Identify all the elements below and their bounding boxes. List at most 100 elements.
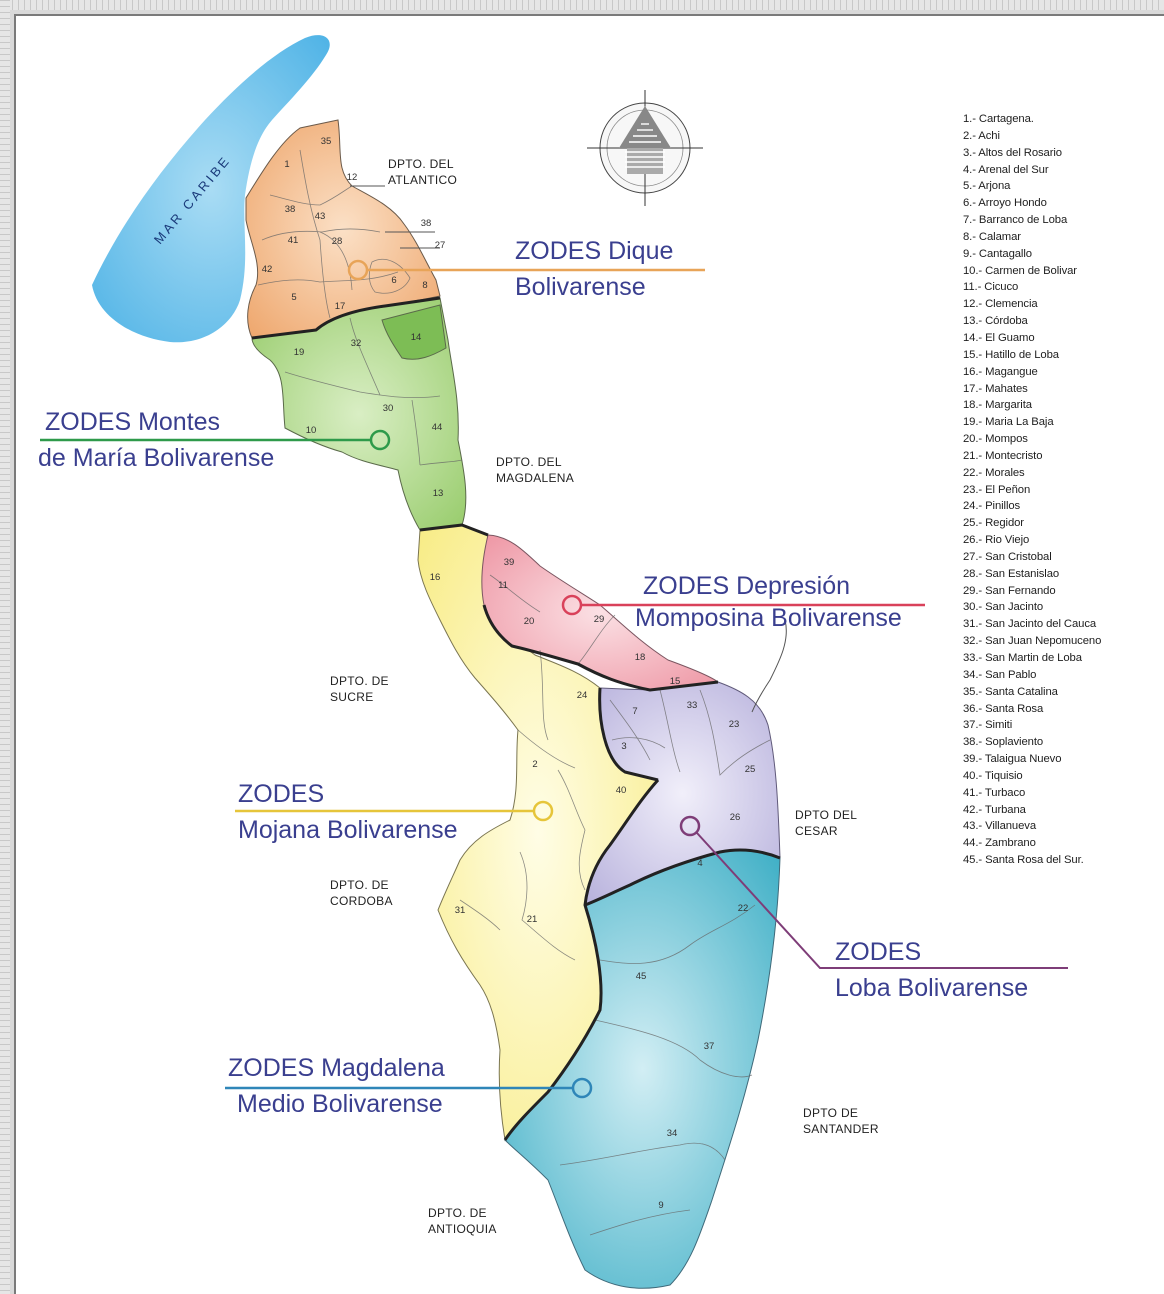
zodes-magdalena-line1: ZODES Magdalena (228, 1054, 445, 1082)
zodes-montes-label: ZODES Montes de María Bolivarense (38, 404, 274, 476)
dept-antioquia-line2: ANTIOQUIA (428, 1222, 497, 1236)
legend-item: 15.- Hatillo de Loba (963, 348, 1059, 361)
caribbean-sea (92, 35, 330, 343)
legend-item: 43.- Villanueva (963, 820, 1037, 833)
zodes-mojana-line2: Mojana Bolivarense (238, 816, 458, 844)
legend-item: 14.- El Guamo (963, 331, 1035, 344)
muni-num: 11 (498, 580, 508, 591)
dept-cesar-label: DPTO DEL CESAR (795, 807, 857, 839)
muni-num: 26 (730, 812, 741, 823)
legend-item: 41.- Turbaco (963, 786, 1026, 799)
muni-num: 34 (667, 1128, 678, 1139)
zodes-leaders (40, 259, 1068, 1099)
dept-santander-line2: SANTANDER (803, 1122, 879, 1136)
legend-item: 24.- Pinillos (963, 500, 1021, 513)
muni-num: 30 (383, 403, 394, 414)
compass-rose-icon (587, 90, 703, 206)
legend-item: 16.- Magangue (963, 365, 1038, 378)
muni-num: 8 (422, 280, 427, 291)
legend-item: 36.- Santa Rosa (963, 702, 1044, 715)
zodes-loba-line2: Loba Bolivarense (835, 974, 1029, 1002)
muni-num: 32 (351, 338, 362, 349)
legend-item: 19.- Maria La Baja (963, 416, 1054, 429)
legend-item: 42.- Turbana (963, 803, 1026, 816)
zodes-dique-line2: Bolivarense (515, 273, 646, 301)
dept-cordoba-label: DPTO. DE CORDOBA (330, 877, 393, 909)
legend-item: 20.- Mompos (963, 433, 1028, 446)
dept-sucre-line1: DPTO. DE (330, 674, 389, 688)
municipality-borders (257, 149, 771, 1236)
muni-num: 15 (670, 676, 681, 687)
legend-item: 35.- Santa Catalina (963, 685, 1058, 698)
muni-num: 5 (291, 292, 296, 303)
muni-num: 40 (616, 785, 627, 796)
muni-num: 18 (635, 652, 646, 663)
muni-num: 31 (455, 905, 466, 916)
legend-item: 38.- Soplaviento (963, 736, 1044, 749)
muni-num: 10 (306, 425, 317, 436)
muni-num: 22 (738, 903, 749, 914)
legend-item: 17.- Mahates (963, 382, 1028, 395)
muni-num: 33 (687, 700, 698, 711)
dept-atlantico-line2: ATLANTICO (388, 173, 458, 187)
legend-item: 30.- San Jacinto (963, 601, 1044, 614)
muni-num: 24 (577, 690, 588, 701)
zodes-depresion-line1: ZODES Depresión (643, 572, 851, 600)
muni-num: 4 (697, 858, 702, 869)
legend-item: 26.- Rio Viejo (963, 534, 1030, 547)
dept-antioquia-line1: DPTO. DE (428, 1206, 487, 1220)
legend-item: 39.- Talaigua Nuevo (963, 753, 1062, 766)
legend-item: 21.- Montecristo (963, 449, 1043, 462)
muni-num: 39 (504, 557, 515, 568)
zodes-depresion-label: ZODES Depresión Momposina Bolivarense (635, 570, 902, 634)
dept-magdalena-line2: MAGDALENA (496, 471, 575, 485)
legend-item: 11.- Cicuco (963, 281, 1019, 294)
zodes-mojana-line1: ZODES (238, 780, 325, 808)
legend-item: 1.- Cartagena. (963, 113, 1034, 125)
zodes-montes-line1: ZODES Montes (45, 408, 221, 436)
legend-item: 22.- Morales (963, 466, 1025, 479)
legend-item: 13.- Córdoba (963, 315, 1028, 328)
muni-num: 14 (411, 332, 422, 343)
muni-num: 37 (704, 1041, 715, 1052)
muni-num: 9 (658, 1200, 663, 1211)
legend-item: 45.- Santa Rosa del Sur. (963, 854, 1084, 867)
legend-item: 25.- Regidor (963, 517, 1024, 530)
muni-num: 21 (527, 914, 538, 925)
muni-num: 17 (335, 301, 346, 312)
dept-atlantico-line1: DPTO. DEL (388, 157, 454, 171)
muni-num: 35 (321, 136, 332, 147)
zodes-dique-label: ZODES Dique Bolivarense (515, 233, 673, 305)
zodes-magdalena-label: ZODES Magdalena Medio Bolivarense (228, 1050, 445, 1122)
zodes-boundaries (251, 296, 781, 1141)
legend-item: 18.- Margarita (963, 399, 1032, 412)
muni-num: 7 (632, 706, 637, 717)
legend-item: 4.- Arenal del Sur (963, 163, 1049, 176)
muni-num: 41 (288, 235, 299, 246)
legend-item: 10.- Carmen de Bolivar (963, 264, 1077, 277)
dept-cesar-line1: DPTO DEL (795, 808, 858, 822)
region-el-guamo (381, 304, 447, 360)
legend-item: 3.- Altos del Rosario (963, 146, 1062, 159)
zodes-depresion-line2: Momposina Bolivarense (635, 604, 902, 632)
legend-item: 7.- Barranco de Loba (963, 214, 1068, 227)
legend-item: 34.- San Pablo (963, 668, 1037, 681)
dept-sucre-line2: SUCRE (330, 690, 374, 704)
muni-num: 13 (433, 488, 444, 499)
muni-num: 38 (285, 204, 296, 215)
dept-cordoba-line1: DPTO. DE (330, 878, 389, 892)
legend-item: 5.- Arjona (963, 180, 1011, 193)
legend-item: 12.- Clemencia (963, 298, 1038, 311)
dept-cesar-line2: CESAR (795, 824, 838, 838)
zodes-loba-label: ZODES Loba Bolivarense (835, 934, 1028, 1006)
zodes-magdalena-line2: Medio Bolivarense (237, 1090, 443, 1118)
zodes-loba-line1: ZODES (835, 938, 922, 966)
muni-num: 27 (435, 240, 446, 251)
muni-num: 29 (594, 614, 605, 625)
dept-santander-line1: DPTO DE (803, 1106, 859, 1120)
muni-num: 1 (284, 159, 289, 170)
dept-magdalena-label: DPTO. DEL MAGDALENA (496, 454, 574, 486)
top-ruler (0, 0, 1164, 10)
zodes-mojana-label: ZODES Mojana Bolivarense (238, 776, 458, 848)
legend-item: 9.- Cantagallo (963, 247, 1032, 260)
